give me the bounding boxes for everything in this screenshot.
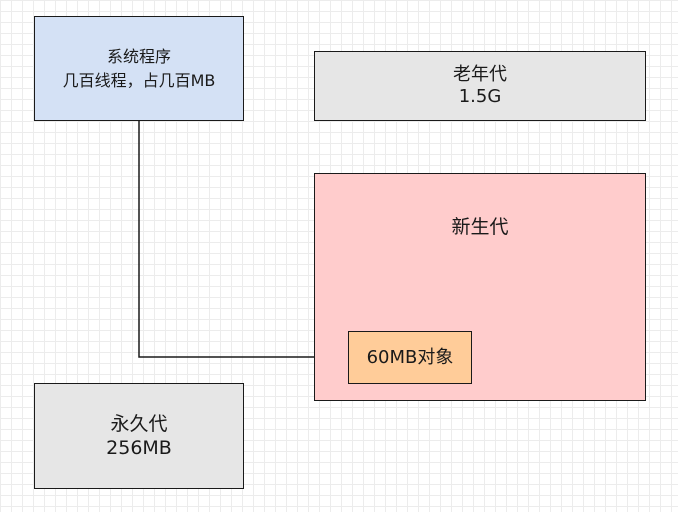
perm-gen-title: 永久代 xyxy=(110,413,168,435)
old-gen-size: 1.5G xyxy=(458,86,502,107)
system-program-detail: 几百线程，占几百MB xyxy=(62,70,216,90)
old-gen-box: 老年代 1.5G xyxy=(314,51,646,121)
system-program-title: 系统程序 xyxy=(106,46,171,66)
perm-gen-box: 永久代 256MB xyxy=(34,383,244,489)
perm-gen-size: 256MB xyxy=(106,437,172,459)
old-gen-title: 老年代 xyxy=(453,64,507,85)
young-gen-title: 新生代 xyxy=(451,216,509,238)
object-label: 60MB对象 xyxy=(366,346,454,368)
system-program-box: 系统程序 几百线程，占几百MB xyxy=(34,16,244,121)
object-box: 60MB对象 xyxy=(348,331,472,384)
connector-system-to-object xyxy=(138,121,314,358)
